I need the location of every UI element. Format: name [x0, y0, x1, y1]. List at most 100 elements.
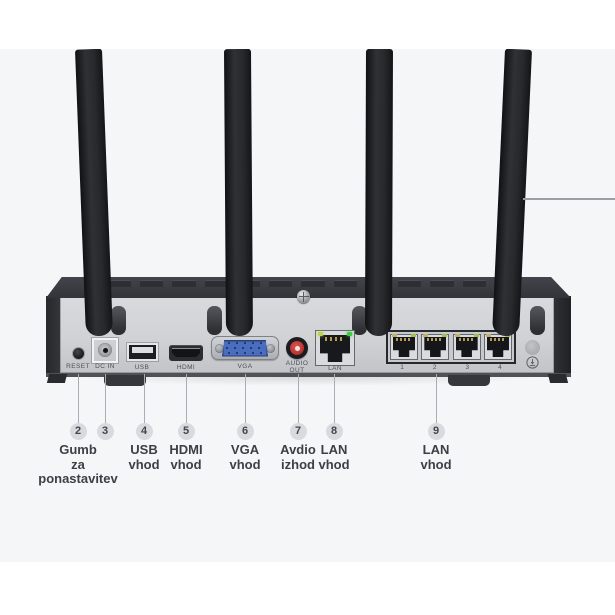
callout-number-3: 3 — [96, 423, 114, 440]
callout-number-6: 6 — [236, 423, 254, 440]
antenna-hinge — [207, 306, 222, 335]
lan-label: LAN — [328, 365, 342, 372]
callout-label-line: vhod — [420, 456, 452, 472]
callout-number-9: 9 — [427, 423, 445, 440]
vent-slot — [108, 280, 132, 287]
device-right-side — [553, 296, 571, 376]
audio-out-center — [294, 345, 300, 351]
audio-out-label: AUDIO — [285, 360, 309, 367]
device-corner-foot — [547, 374, 569, 383]
usb-label: USB — [134, 364, 150, 371]
callout-label-line: izhod — [281, 456, 315, 472]
lan-port-number-row: 1 2 3 4 — [386, 364, 516, 371]
reset-label: RESET — [66, 363, 90, 370]
callout-label-line: Avdio — [280, 442, 316, 457]
callout-label-line: USB — [130, 442, 158, 457]
callout-number-7: 7 — [289, 423, 307, 440]
device-bottom-edge — [46, 373, 571, 377]
device-foot — [104, 375, 146, 386]
lan-port-opening — [486, 337, 509, 357]
callout-number-2: 2 — [69, 423, 87, 440]
callout-leader-line-6 — [244, 374, 246, 423]
wifi-antenna-2 — [223, 49, 253, 336]
vent-slot — [333, 280, 357, 287]
lan-port-number: 4 — [498, 364, 502, 371]
dc-in-port — [92, 338, 118, 363]
vga-label: VGA — [237, 363, 253, 370]
vent-slot — [269, 280, 293, 287]
lan-led-icon — [318, 332, 323, 336]
lan-led-icon — [347, 332, 352, 336]
callout-leader-line-7 — [297, 374, 299, 423]
vent-slot — [172, 280, 196, 287]
callout-leader-line-9 — [435, 374, 437, 423]
lan-port-number: 1 — [400, 364, 404, 371]
callout-leader-line-3 — [104, 374, 106, 423]
device-corner-foot — [46, 374, 68, 383]
vent-slot — [204, 280, 228, 287]
vent-slot — [398, 280, 422, 287]
callout-leader-line-5 — [185, 374, 187, 423]
callout-label-line: LAN — [422, 442, 450, 457]
callout-number-8: 8 — [325, 423, 343, 440]
callout-leader-line-2 — [77, 374, 79, 423]
lan-port-number: 3 — [465, 364, 470, 371]
audio-out-label: OUT — [289, 367, 305, 374]
lan-port-opening — [393, 337, 415, 357]
callout-label-line: vhod — [170, 456, 202, 472]
callout-label-line: ponastavitev — [38, 471, 118, 486]
reset-button — [72, 347, 84, 359]
lan-port-1 — [390, 334, 418, 360]
hdmi-label: HDMI — [176, 364, 196, 371]
antenna-group — [0, 49, 615, 336]
vga-screw-icon — [266, 343, 275, 353]
callout-label-line: HDMI — [169, 442, 203, 457]
lan-port-3 — [452, 334, 481, 360]
device-shadow — [70, 377, 545, 386]
wifi-antenna-1 — [74, 49, 113, 336]
wifi-antenna-4 — [491, 49, 532, 336]
antenna-hinge — [352, 306, 367, 335]
callout-label-line: vhod — [229, 456, 261, 472]
callout-number-4: 4 — [135, 423, 153, 440]
dc-in-label: DC IN — [95, 363, 115, 370]
callout-label-line: Gumb — [59, 442, 97, 457]
antenna-hinge — [530, 306, 545, 335]
wifi-antenna-3 — [364, 49, 393, 336]
lan-port-group — [386, 330, 516, 364]
usb-tongue — [132, 347, 153, 353]
screw-hole — [525, 340, 540, 355]
vent-slot — [140, 280, 164, 287]
callout-label-line: VGA — [230, 442, 260, 457]
device-left-side — [46, 296, 61, 376]
lan-port-number: 2 — [432, 364, 437, 371]
antenna-callout-line — [523, 198, 615, 200]
dc-in-hole — [102, 347, 108, 353]
hdmi-slot — [172, 348, 200, 357]
vent-slot — [301, 280, 325, 287]
screw-icon — [297, 290, 310, 303]
callout-label-line: vhod — [128, 456, 160, 472]
callout-leader-line-4 — [143, 374, 145, 423]
antenna-hinge — [111, 306, 126, 335]
vent-slot — [430, 280, 454, 287]
vent-slot — [462, 280, 486, 287]
vga-pin-holes — [228, 342, 230, 344]
ground-screw-icon — [526, 356, 539, 374]
callout-number-5: 5 — [177, 423, 195, 440]
vga-screw-icon — [215, 343, 224, 353]
vga-connector — [222, 339, 268, 357]
lan-port-opening — [455, 337, 478, 357]
callout-leader-line-8 — [333, 374, 335, 423]
callout-label-line: za — [71, 456, 85, 472]
lan-port-4 — [483, 334, 512, 360]
callout-label-line: LAN — [320, 442, 348, 457]
device-foot — [448, 375, 490, 386]
